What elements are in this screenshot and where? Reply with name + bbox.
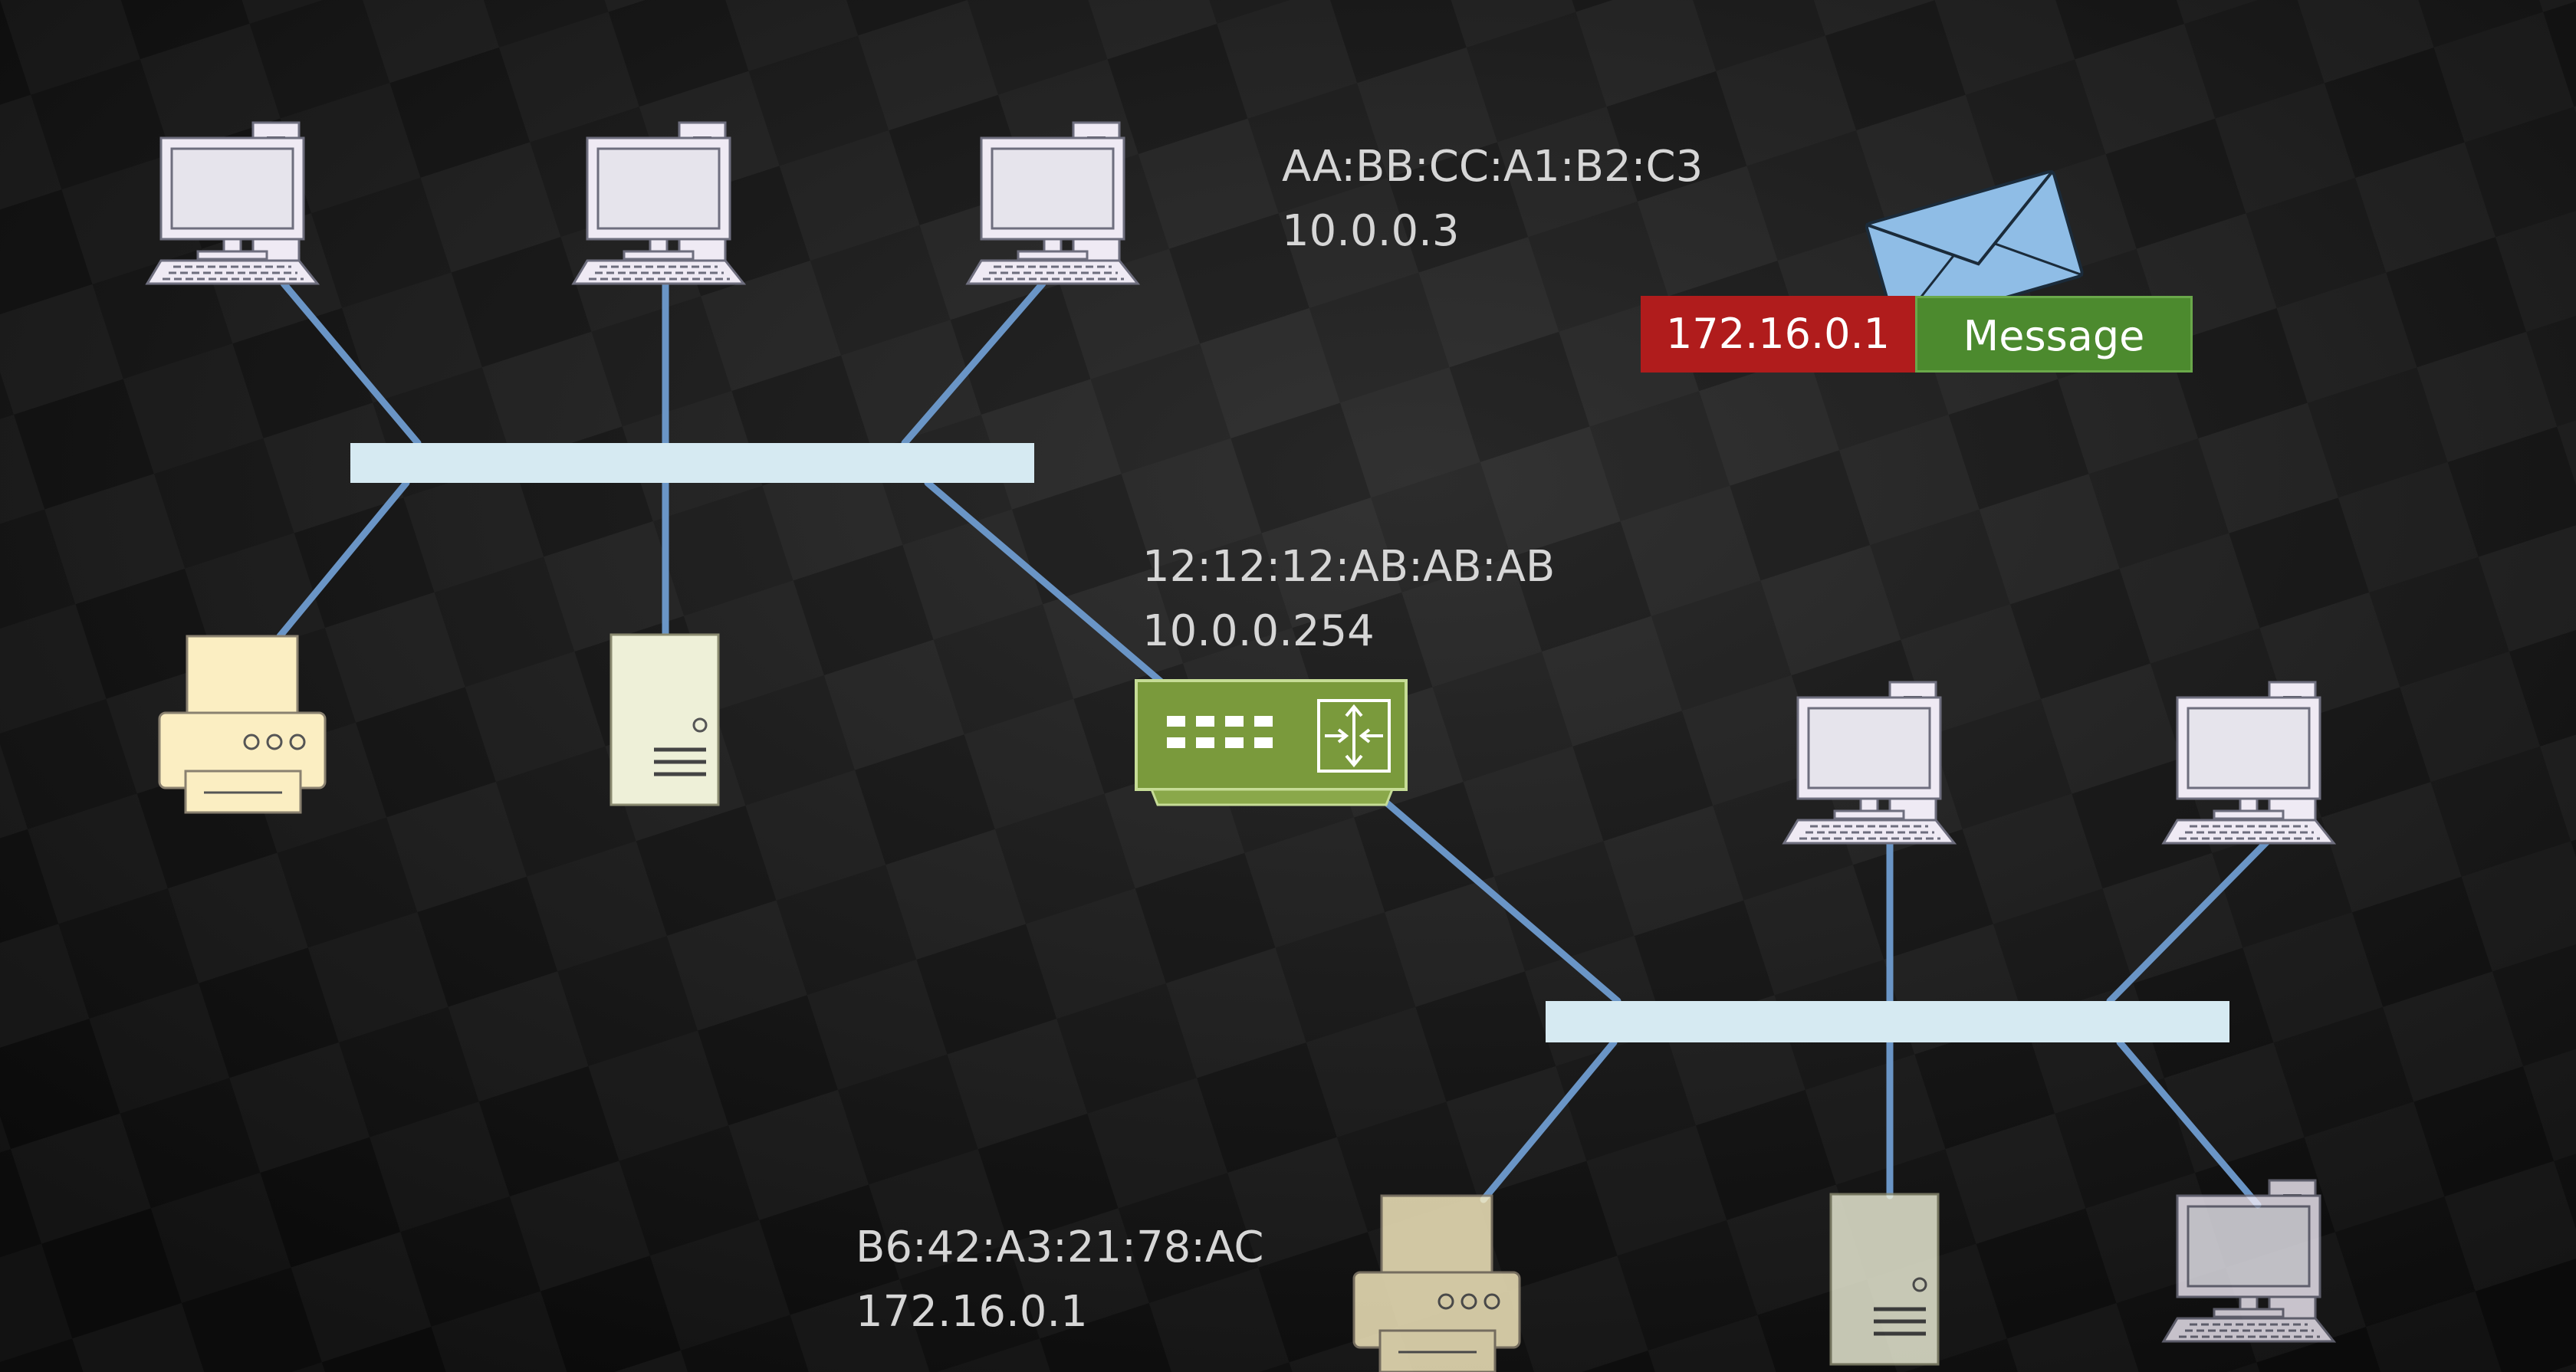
cable-bus2-printer (1480, 1039, 1618, 1203)
server-icon (1831, 1194, 1938, 1364)
cable-bus1-printer (276, 479, 410, 640)
cable-router-bus2 (1376, 793, 1622, 1005)
computer-icon (146, 121, 319, 285)
label-router: 12:12:12:AB:AB:AB 10.0.0.254 (1142, 535, 1555, 664)
label-host-target-mac: AA:BB:CC:A1:B2:C3 (1282, 142, 1704, 192)
cable-pc5-bus2 (2106, 835, 2273, 1005)
computer-icon (572, 121, 745, 285)
cables (276, 280, 2273, 1209)
label-host-target-ip: 10.0.0.3 (1282, 206, 1460, 256)
cable-bus1-router (924, 479, 1165, 686)
label-host-source-mac: B6:42:A3:21:78:AC (856, 1223, 1264, 1272)
computer-icon (966, 121, 1139, 285)
network-bus-1 (350, 443, 1034, 483)
packet-payload: Message (1915, 296, 2193, 373)
label-host-target: AA:BB:CC:A1:B2:C3 10.0.0.3 (1282, 135, 1703, 264)
cable-pc3-bus1 (901, 280, 1046, 447)
label-router-mac: 12:12:12:AB:AB:AB (1142, 542, 1556, 592)
label-host-source: B6:42:A3:21:78:AC 172.16.0.1 (856, 1216, 1264, 1344)
computer-icon (1783, 681, 1956, 845)
cable-pc1-bus1 (280, 280, 422, 447)
computer-icon (2162, 1179, 2335, 1343)
router-icon (1135, 679, 1408, 806)
cable-bus2-pc6 (2116, 1039, 2262, 1209)
packet-destination-address: 172.16.0.1 (1641, 296, 1915, 373)
packet: 172.16.0.1 Message (1641, 296, 2193, 373)
label-host-source-ip: 172.16.0.1 (856, 1287, 1088, 1337)
network-bus-2 (1546, 1001, 2229, 1042)
label-router-ip: 10.0.0.254 (1142, 606, 1375, 656)
computer-icon (2162, 681, 2335, 845)
server-icon (611, 635, 718, 805)
